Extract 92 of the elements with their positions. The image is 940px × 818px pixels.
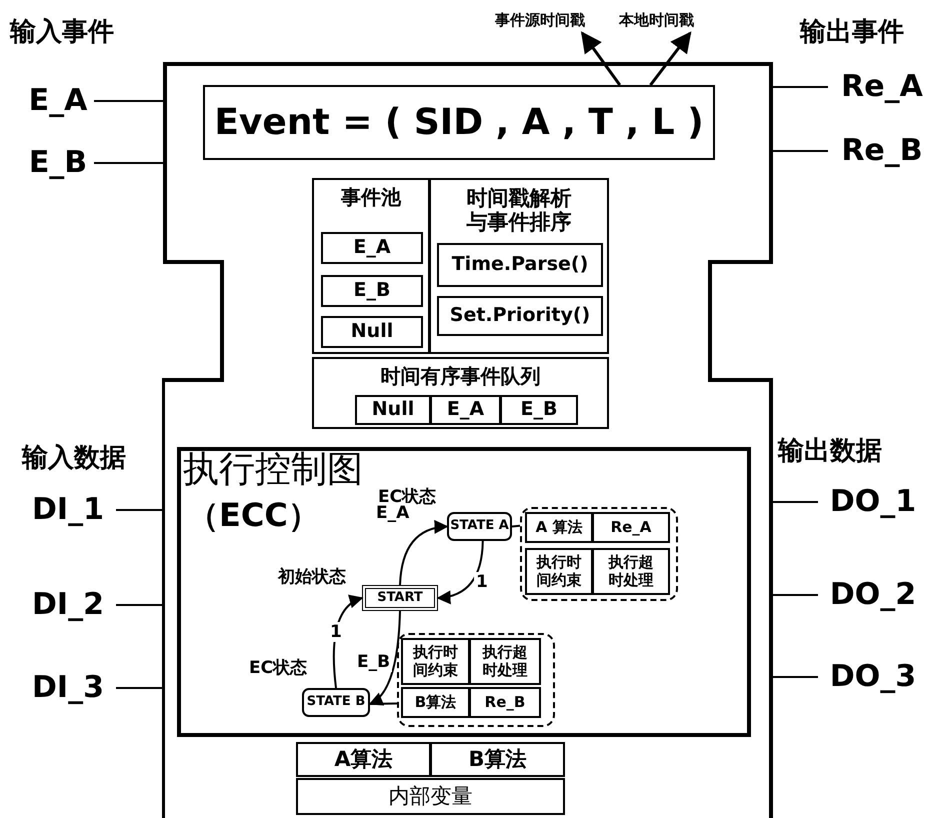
ecc-title: （ECC） xyxy=(187,497,320,534)
action-text: 执行时间约束 xyxy=(535,554,582,589)
item-box xyxy=(437,296,603,336)
port-group-label: 输出数据 xyxy=(778,435,882,468)
action-box xyxy=(525,512,593,543)
item-box xyxy=(321,316,423,348)
formula-text: Event = ( SID , A , T , L ) xyxy=(214,102,704,144)
port-label: DI_1 xyxy=(32,492,104,528)
arrow xyxy=(399,520,448,586)
item-text: E_B xyxy=(354,280,390,302)
connector-line xyxy=(370,702,398,705)
action-box xyxy=(525,548,593,595)
variable-text: B算法 xyxy=(468,747,526,772)
arrow xyxy=(580,31,622,86)
variable-box xyxy=(430,742,565,777)
arrow xyxy=(436,540,484,604)
panel-box xyxy=(312,357,609,429)
panel-title: 时间戳解析与事件排序 xyxy=(466,186,572,234)
item-text: E_B xyxy=(520,399,558,421)
item-text: Time.Parse() xyxy=(452,254,588,276)
state-caption: EC状态 xyxy=(249,657,308,679)
connector-line xyxy=(116,509,163,511)
connector-line xyxy=(771,150,828,152)
panel-title: 时间有序事件队列 xyxy=(380,365,542,388)
connector-line xyxy=(771,86,828,88)
port-group-label: 输入数据 xyxy=(22,442,126,475)
variable-box xyxy=(296,778,565,815)
state-label: START xyxy=(377,590,423,606)
port-label: DO_2 xyxy=(830,578,916,612)
state-box xyxy=(447,512,512,541)
item-text: Null xyxy=(372,399,414,421)
action-box xyxy=(469,687,541,718)
connector-line xyxy=(771,501,818,503)
arrow xyxy=(368,610,401,705)
connector-line xyxy=(116,604,163,606)
port-label: E_B xyxy=(28,146,88,180)
port-label: Re_A xyxy=(841,70,923,104)
port-label: DI_2 xyxy=(32,588,104,622)
action-text: Re_A xyxy=(610,518,652,536)
panel-box xyxy=(312,178,430,354)
action-box xyxy=(401,687,470,718)
variable-text: 内部变量 xyxy=(388,784,472,809)
item-box xyxy=(437,243,603,287)
variable-text: A算法 xyxy=(334,747,393,772)
port-label: DO_3 xyxy=(830,660,916,694)
variable-box xyxy=(296,742,431,777)
port-label: DO_1 xyxy=(830,484,916,520)
ecc-title: 执行控制图 xyxy=(183,449,363,490)
port-label: E_A xyxy=(28,84,88,118)
queue-slot xyxy=(430,395,501,425)
initial-state-box xyxy=(362,585,438,611)
connector-line xyxy=(94,162,163,164)
action-box xyxy=(469,638,541,685)
state-label: STATE A xyxy=(450,519,509,534)
item-text: Set.Priority() xyxy=(450,305,590,327)
item-text: E_A xyxy=(353,237,391,259)
action-box xyxy=(592,548,670,595)
port-group-label: 输出事件 xyxy=(800,16,904,49)
arrow xyxy=(649,31,692,86)
panel-title: 事件池 xyxy=(340,186,402,209)
connector-line xyxy=(116,687,163,689)
connector-line xyxy=(771,676,818,678)
port-label: Re_B xyxy=(841,134,923,168)
connector-line xyxy=(94,100,163,102)
action-text: 执行超时处理 xyxy=(481,644,528,679)
port-group-label: 输入事件 xyxy=(10,16,114,49)
action-group xyxy=(520,507,678,601)
function-block xyxy=(162,62,774,818)
action-text: 执行时间约束 xyxy=(412,644,459,679)
queue-slot xyxy=(500,395,578,425)
action-text: B算法 xyxy=(414,694,456,712)
state-box xyxy=(302,688,370,717)
connector-line xyxy=(512,524,520,528)
item-box xyxy=(321,275,423,307)
annotation-text: 本地时间戳 xyxy=(619,12,694,30)
queue-slot xyxy=(355,395,431,425)
item-box xyxy=(321,232,423,264)
port-label: DI_3 xyxy=(32,670,104,706)
action-text: 执行超时处理 xyxy=(607,554,654,589)
state-caption: 初始状态 xyxy=(278,566,346,588)
panel-box xyxy=(429,178,609,354)
formula-box xyxy=(203,85,715,160)
action-text: A 算法 xyxy=(536,518,582,536)
state-label: STATE B xyxy=(306,695,366,710)
action-box xyxy=(592,512,670,543)
action-text: Re_B xyxy=(484,694,526,712)
connector-line xyxy=(771,594,818,596)
annotation-text: 事件源时间戳 xyxy=(495,12,585,30)
action-group xyxy=(397,633,555,727)
item-text: E_A xyxy=(446,399,484,421)
item-text: Null xyxy=(350,321,394,343)
action-box xyxy=(401,638,470,685)
